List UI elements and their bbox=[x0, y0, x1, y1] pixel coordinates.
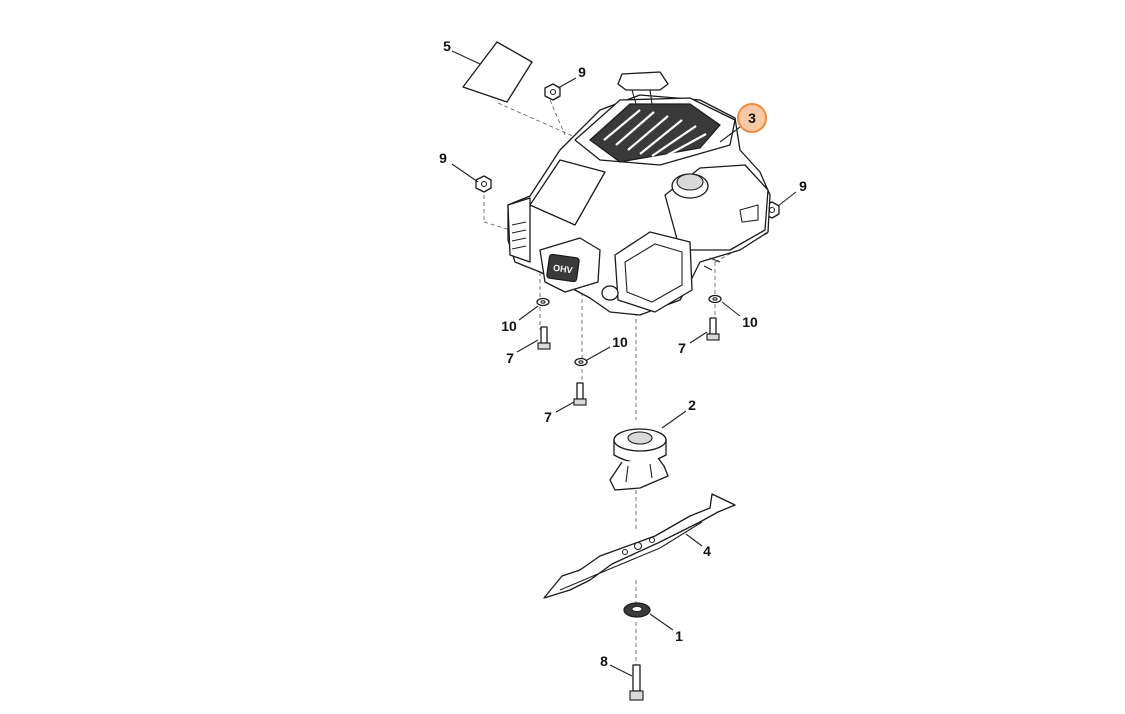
callout-10-middle[interactable]: 10 bbox=[612, 334, 628, 350]
hex-nut-left[interactable] bbox=[475, 175, 492, 193]
washer-middle[interactable] bbox=[574, 357, 588, 367]
bolt-right[interactable] bbox=[706, 317, 720, 341]
callout-2[interactable]: 2 bbox=[688, 397, 696, 413]
engine-badge: OHV bbox=[553, 263, 574, 276]
callout-7-left[interactable]: 7 bbox=[506, 350, 514, 366]
callout-3-highlighted[interactable]: 3 bbox=[737, 103, 767, 133]
bolt-middle[interactable] bbox=[573, 382, 587, 406]
label-sticker[interactable] bbox=[462, 41, 533, 103]
callout-10-left[interactable]: 10 bbox=[501, 318, 517, 334]
hex-nut-top[interactable] bbox=[544, 83, 561, 101]
callout-1[interactable]: 1 bbox=[675, 628, 683, 644]
callout-8[interactable]: 8 bbox=[600, 653, 608, 669]
washer-right[interactable] bbox=[708, 294, 722, 304]
callout-9-top[interactable]: 9 bbox=[578, 64, 586, 80]
callout-7-right[interactable]: 7 bbox=[678, 340, 686, 356]
callout-9-left[interactable]: 9 bbox=[439, 150, 447, 166]
blade-adapter[interactable] bbox=[609, 428, 669, 491]
blade-bolt[interactable] bbox=[629, 664, 644, 701]
lock-washer[interactable] bbox=[623, 602, 651, 618]
callout-7-middle[interactable]: 7 bbox=[544, 409, 552, 425]
washer-left[interactable] bbox=[536, 297, 550, 307]
callout-4[interactable]: 4 bbox=[703, 543, 711, 559]
callout-5[interactable]: 5 bbox=[443, 38, 451, 54]
engine-assembly[interactable] bbox=[507, 71, 771, 316]
mower-blade[interactable] bbox=[543, 493, 736, 599]
bolt-left[interactable] bbox=[537, 326, 551, 350]
callout-10-right[interactable]: 10 bbox=[742, 314, 758, 330]
callout-9-right[interactable]: 9 bbox=[799, 178, 807, 194]
leader-lines bbox=[451, 50, 797, 677]
